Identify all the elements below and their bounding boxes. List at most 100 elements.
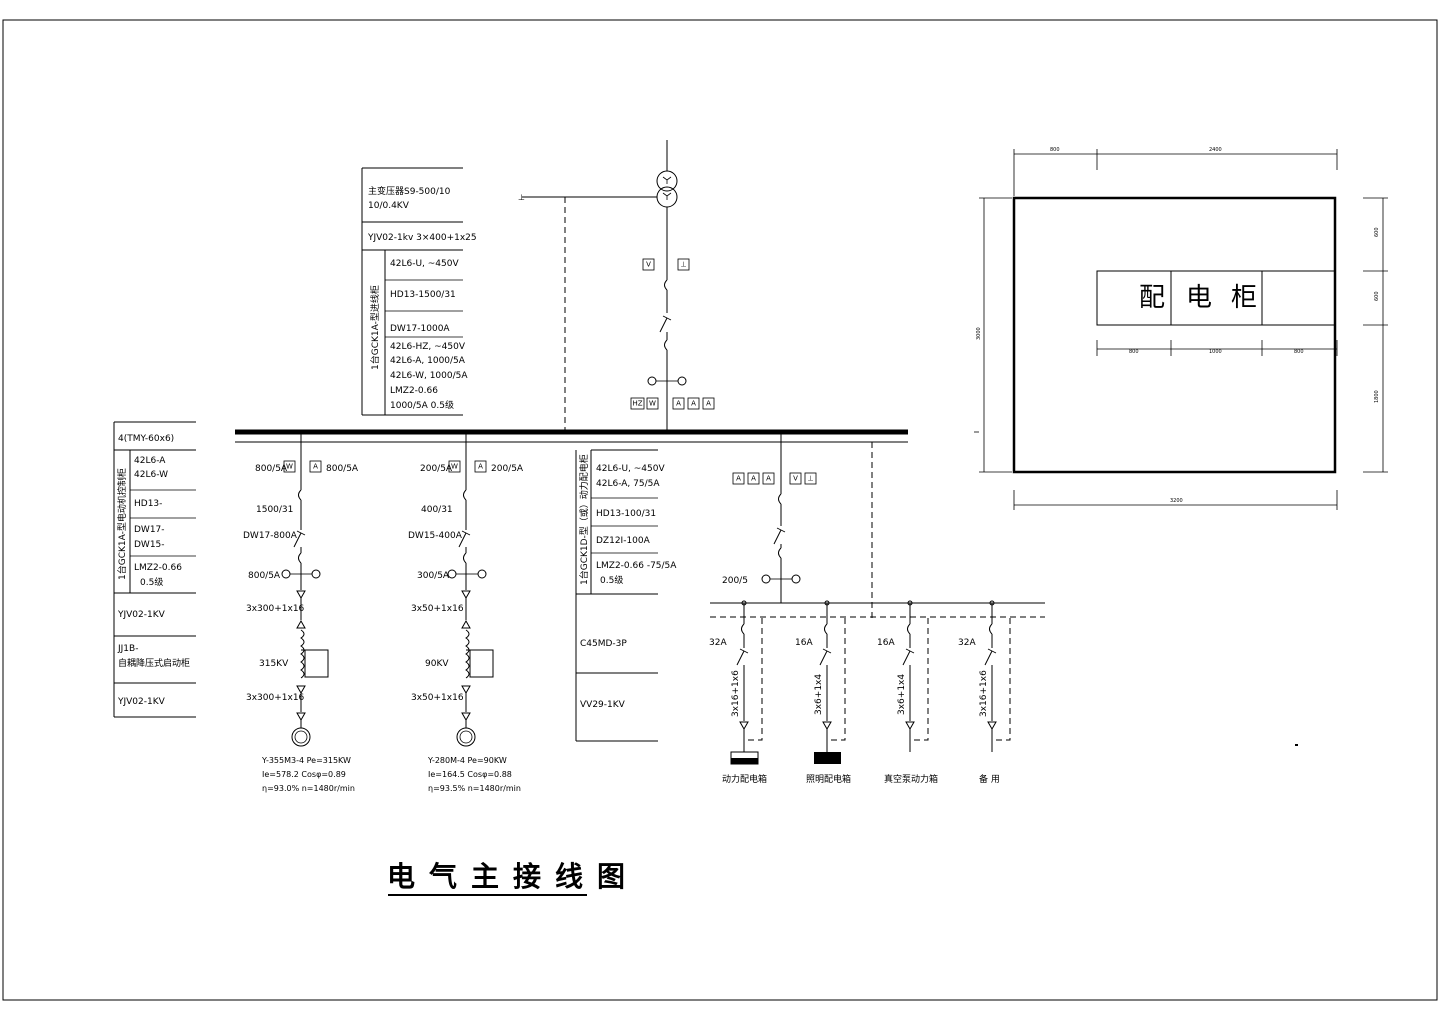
- motor1-cable-bottom: 3x300+1x16: [246, 693, 305, 703]
- dim-inner-1: 800: [1129, 349, 1139, 355]
- feeder-table: 1台GCK1D-型（或）动力配电柜 42L6-U, ~450V 42L6-A, …: [575, 449, 677, 742]
- motor2-switch: 400/31: [421, 505, 453, 515]
- motor2-eff: η=93.5% n=1480r/min: [428, 784, 521, 793]
- feeder-amp-symbol-1: A: [736, 475, 741, 483]
- motor2-power: 90KV: [425, 659, 449, 669]
- incomer-item-3: DW17-1000A: [390, 324, 450, 334]
- motor2-breaker: DW15-400A: [408, 531, 463, 541]
- feeder-item-1: 42L6-U, ~450V: [596, 464, 665, 474]
- motor-item-11: YJV02-1KV: [117, 697, 166, 707]
- feeder-ct-ratio: 200/5: [722, 576, 748, 586]
- branch-4: 32A 3x16+1x6 备 用: [958, 600, 1011, 785]
- cabinet-label-3: 柜: [1231, 283, 1257, 313]
- motor1-symbol: [291, 727, 311, 747]
- motor2-ct-ratio: 300/5A: [417, 571, 450, 581]
- branch-1: 32A 3x16+1x6 动力配电箱: [709, 600, 767, 785]
- branch-3-name: 真空泵动力箱: [884, 773, 938, 785]
- incomer-side-label: 1台GCK1A-型进线柜: [369, 285, 381, 370]
- motor2-ct-left: 200/5A: [420, 464, 453, 474]
- cabinet-label-1: 配: [1139, 283, 1165, 313]
- motor2-branch: W A 200/5A 200/5A 400/31 DW15-400A 300/5…: [408, 429, 524, 793]
- branch-1-cable: 3x16+1x6: [731, 670, 741, 717]
- amp-symbol-3: A: [706, 400, 711, 408]
- motor2-watt-symbol: W: [451, 463, 458, 471]
- motor-item-1: 42L6-A: [134, 456, 166, 466]
- dim-right-3: 1800: [1374, 390, 1380, 403]
- motor1-amp-symbol: A: [313, 463, 318, 471]
- motor2-amp-symbol: A: [478, 463, 483, 471]
- branch-3: 16A 3x6+1x4 真空泵动力箱: [877, 600, 938, 785]
- motor1-switch: 1500/31: [256, 505, 293, 515]
- branch-2-cable: 3x6+1x4: [814, 674, 824, 715]
- dim-inner-3: 800: [1294, 349, 1304, 355]
- branch-2-rating: 16A: [795, 638, 813, 648]
- branch-4-rating: 32A: [958, 638, 976, 648]
- motor1-ct-ratio: 800/5A: [248, 571, 281, 581]
- dim-right-1: 600: [1374, 227, 1380, 237]
- motor2-cable-top: 3x50+1x16: [411, 604, 464, 614]
- drawing-frame: [2, 19, 1438, 1001]
- feeder-item-3: HD13-100/31: [596, 509, 656, 519]
- feeder-item-8: VV29-1KV: [580, 700, 626, 710]
- motor1-ct-right: 800/5A: [326, 464, 359, 474]
- branch-3-cable: 3x6+1x4: [897, 674, 907, 715]
- branch-1-rating: 32A: [709, 638, 727, 648]
- dim-left: 3000: [976, 327, 982, 340]
- ground-symbol: ⊥: [518, 193, 525, 202]
- motor1-branch: W A 800/5A 800/5A 1500/31 DW17-800A 800/…: [243, 429, 359, 793]
- layout-plan: 配 电 柜 800 2400 800 1000 800 600 600 1800…: [974, 147, 1388, 510]
- feeder-amp-symbol-2: A: [751, 475, 756, 483]
- branch-2-name: 照明配电箱: [806, 773, 851, 785]
- branch-4-name: 备 用: [979, 773, 1000, 785]
- branch-2: 16A 3x6+1x4 照明配电箱: [795, 600, 851, 785]
- feeder-item-7: C45MD-3P: [580, 639, 627, 649]
- motor-item-10: 自耦降压式启动柜: [118, 657, 190, 669]
- watt-symbol: W: [649, 400, 656, 408]
- transformer-branch: ⊥ V ⊥ HZ W A A A: [518, 140, 715, 432]
- feeder-branch: A A A V ⊥ 200/5: [710, 429, 1045, 618]
- cabinet-label-2: 电: [1186, 283, 1212, 313]
- dim-top-left: 800: [1050, 147, 1060, 153]
- motor-item-2: 42L6-W: [134, 470, 168, 480]
- amp-symbol-1: A: [676, 400, 681, 408]
- incomer-item-1: 42L6-U, ~450V: [390, 259, 459, 269]
- motor-item-4: DW17-: [134, 525, 165, 535]
- cabinet-outline: [1096, 270, 1336, 326]
- volt-symbol: V: [646, 261, 651, 269]
- incomer-cable: YJV02-1kv 3×400+1x25: [367, 233, 477, 243]
- feeder-item-5: LMZ2-0.66 -75/5A: [596, 561, 677, 571]
- feeder-item-6: 0.5级: [600, 574, 623, 586]
- incomer-item-2: HD13-1500/31: [390, 290, 456, 300]
- branch-1-name: 动力配电箱: [722, 773, 767, 785]
- amp-symbol-2: A: [691, 400, 696, 408]
- motor1-cable-top: 3x300+1x16: [246, 604, 305, 614]
- motor1-ct-left: 800/5A: [255, 464, 288, 474]
- hz-symbol: HZ: [632, 400, 642, 408]
- motor2-ct-right: 200/5A: [491, 464, 524, 474]
- transformer-table: 主变压器S9-500/10 10/0.4KV YJV02-1kv 3×400+1…: [361, 167, 477, 416]
- busbar-spec: 4(TMY-60x6): [118, 434, 174, 444]
- dim-bottom: 3200: [1170, 498, 1183, 504]
- incomer-item-5: 42L6-A, 1000/5A: [390, 356, 466, 366]
- motor1-power: 315KV: [259, 659, 289, 669]
- motor-item-8: YJV02-1KV: [117, 610, 166, 620]
- motor2-params: Ie=164.5 Cosφ=0.88: [428, 770, 512, 779]
- diagram-title: 电气主接线图: [387, 860, 639, 893]
- transformer-model: 主变压器S9-500/10: [368, 185, 451, 197]
- transformer-voltage: 10/0.4KV: [368, 201, 410, 211]
- incomer-item-7: LMZ2-0.66: [390, 386, 438, 396]
- incomer-item-6: 42L6-W, 1000/5A: [390, 371, 468, 381]
- motor1-params: Ie=578.2 Cosφ=0.89: [262, 770, 346, 779]
- motor2-symbol: [456, 727, 476, 747]
- feeder-side-label: 1台GCK1D-型（或）动力配电柜: [578, 454, 590, 585]
- motor1-model: Y-355M3-4 Pe=315KW: [261, 756, 351, 765]
- feeder-item-4: DZ12I-100A: [596, 536, 651, 546]
- motor-table: 4(TMY-60x6) 1台GCK1A-型电动机控制柜 42L6-A 42L6-…: [113, 421, 196, 718]
- motor-side-label: 1台GCK1A-型电动机控制柜: [116, 468, 128, 580]
- motor-item-6: LMZ2-0.66: [134, 563, 182, 573]
- dim-right-2: 600: [1374, 291, 1380, 301]
- motor1-watt-symbol: W: [286, 463, 293, 471]
- incomer-item-4: 42L6-HZ, ~450V: [390, 342, 466, 352]
- dim-top-right: 2400: [1209, 147, 1222, 153]
